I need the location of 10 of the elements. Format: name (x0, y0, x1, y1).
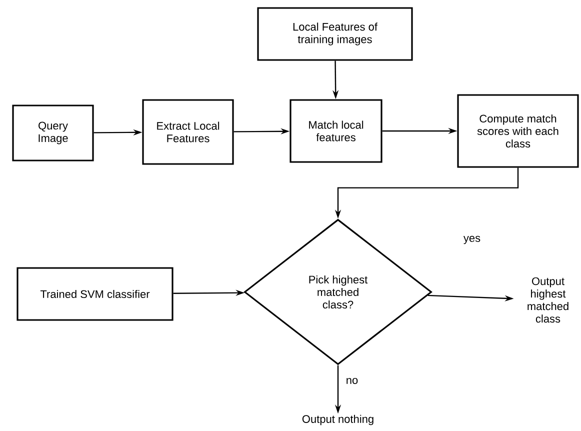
process-box: Local Features of training images (257, 7, 413, 61)
edge-label: yes (463, 236, 480, 244)
output-text: Output nothing (302, 414, 374, 426)
process-box: Query Image (12, 104, 94, 162)
process-box: Trained SVM classifier (16, 267, 174, 321)
edge-label: no (346, 378, 358, 384)
output-text: Output highest matched class (528, 277, 568, 323)
process-box: Compute match scores with each class (457, 94, 579, 168)
process-box: Extract Local Features (142, 99, 234, 165)
process-box: Match local features (290, 99, 382, 163)
